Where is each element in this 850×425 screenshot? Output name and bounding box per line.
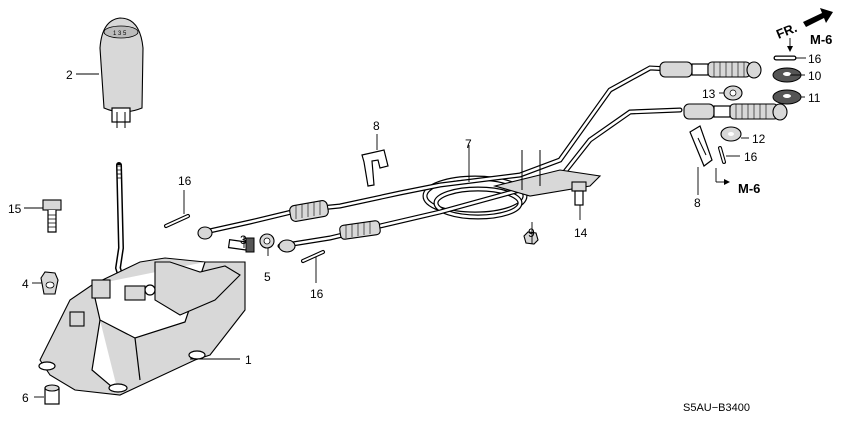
svg-text:M-6: M-6 xyxy=(738,181,760,196)
svg-text:1 3 5: 1 3 5 xyxy=(113,31,127,37)
diagram-code: S5AU−B3400 xyxy=(683,402,750,414)
callout-4: 4 xyxy=(22,277,29,291)
clip-8a xyxy=(361,149,389,187)
reference-m6-bottom: M-6 xyxy=(715,168,760,196)
collar-6 xyxy=(44,384,60,405)
svg-text:M-6: M-6 xyxy=(810,32,832,47)
callout-16a: 16 xyxy=(178,174,192,188)
callout-14: 14 xyxy=(574,226,588,240)
leader-lines xyxy=(24,57,806,398)
washer-11 xyxy=(772,89,802,105)
callout-11: 11 xyxy=(808,91,821,105)
shift-cable-assembly xyxy=(197,61,788,253)
callout-7: 7 xyxy=(465,137,472,151)
callout-9: 9 xyxy=(528,226,535,240)
callout-6: 6 xyxy=(22,391,29,405)
callout-13: 13 xyxy=(702,87,716,101)
clip-16b xyxy=(301,250,325,263)
front-label: FR. xyxy=(774,20,799,42)
washer-12 xyxy=(720,126,742,142)
washer-13 xyxy=(723,85,743,101)
callout-8a: 8 xyxy=(373,119,380,133)
shift-knob: 1 3 5 xyxy=(99,17,144,128)
callout-16b: 16 xyxy=(310,287,324,301)
nut-9 xyxy=(523,231,539,245)
callout-16d: 16 xyxy=(744,150,758,164)
callout-16c: 16 xyxy=(808,52,822,66)
callout-2: 2 xyxy=(66,68,73,82)
callout-1: 1 xyxy=(245,353,252,367)
nut-4 xyxy=(40,271,59,295)
callout-10: 10 xyxy=(808,69,822,83)
callout-12: 12 xyxy=(752,132,766,146)
reference-m6-top: M-6 xyxy=(787,32,832,52)
callout-5: 5 xyxy=(264,270,271,284)
clip-16d xyxy=(718,146,726,164)
clip-8b xyxy=(689,125,713,167)
callout-3: 3 xyxy=(240,233,247,247)
shift-base-housing xyxy=(38,257,246,396)
clip-16a xyxy=(164,214,190,228)
front-arrow-icon xyxy=(803,8,833,27)
callout-8b: 8 xyxy=(694,196,701,210)
callout-15: 15 xyxy=(8,202,22,216)
bolt-14 xyxy=(571,181,587,206)
callout-labels: 2 1 3 4 5 6 7 8 8 9 10 11 12 13 14 15 16… xyxy=(8,52,822,405)
bushing-5 xyxy=(259,233,275,249)
bolt-15 xyxy=(42,199,62,233)
front-direction-indicator: FR. xyxy=(774,8,833,42)
